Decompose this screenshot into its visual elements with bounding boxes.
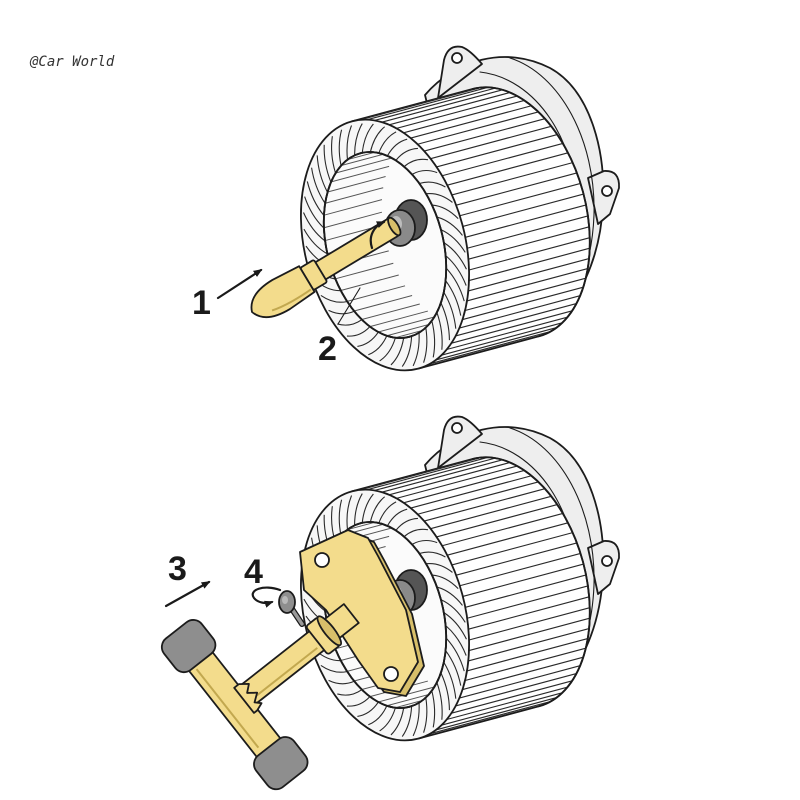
handle-weld-joint xyxy=(233,682,263,714)
puller-shaft xyxy=(234,603,360,710)
step-3-direction-arrow-icon xyxy=(164,580,211,608)
plate-bolt-hole-bottom xyxy=(383,666,399,682)
step-label-3: 3 xyxy=(168,550,187,588)
step-label-1: 1 xyxy=(192,284,211,322)
pin-shading xyxy=(271,288,312,312)
puller-tool xyxy=(160,529,425,791)
t-handle xyxy=(160,619,309,791)
watermark-text: @Car World xyxy=(29,54,115,70)
rotation-arrow-icon xyxy=(369,220,386,250)
shaft-shading xyxy=(253,647,318,699)
puller-collar-face xyxy=(316,615,343,647)
t-handle-grip-top xyxy=(160,619,217,674)
pin-rod-end xyxy=(387,216,402,237)
knob-highlight xyxy=(282,596,288,604)
t-handle-grip-bottom xyxy=(253,736,309,791)
puller-plate xyxy=(299,529,419,693)
step-1-direction-arrow-icon xyxy=(216,268,263,300)
step-label-2: 2 xyxy=(318,330,337,368)
plate-bolt-hole-top xyxy=(314,552,330,568)
pin-bullet-tip xyxy=(250,265,316,319)
step-2-leader-line xyxy=(337,287,361,325)
handle-shading xyxy=(195,668,260,749)
insertion-pin-tool xyxy=(250,216,402,319)
step-label-4: 4 xyxy=(244,553,263,591)
step-4-rotate-arrow-icon xyxy=(251,586,282,608)
